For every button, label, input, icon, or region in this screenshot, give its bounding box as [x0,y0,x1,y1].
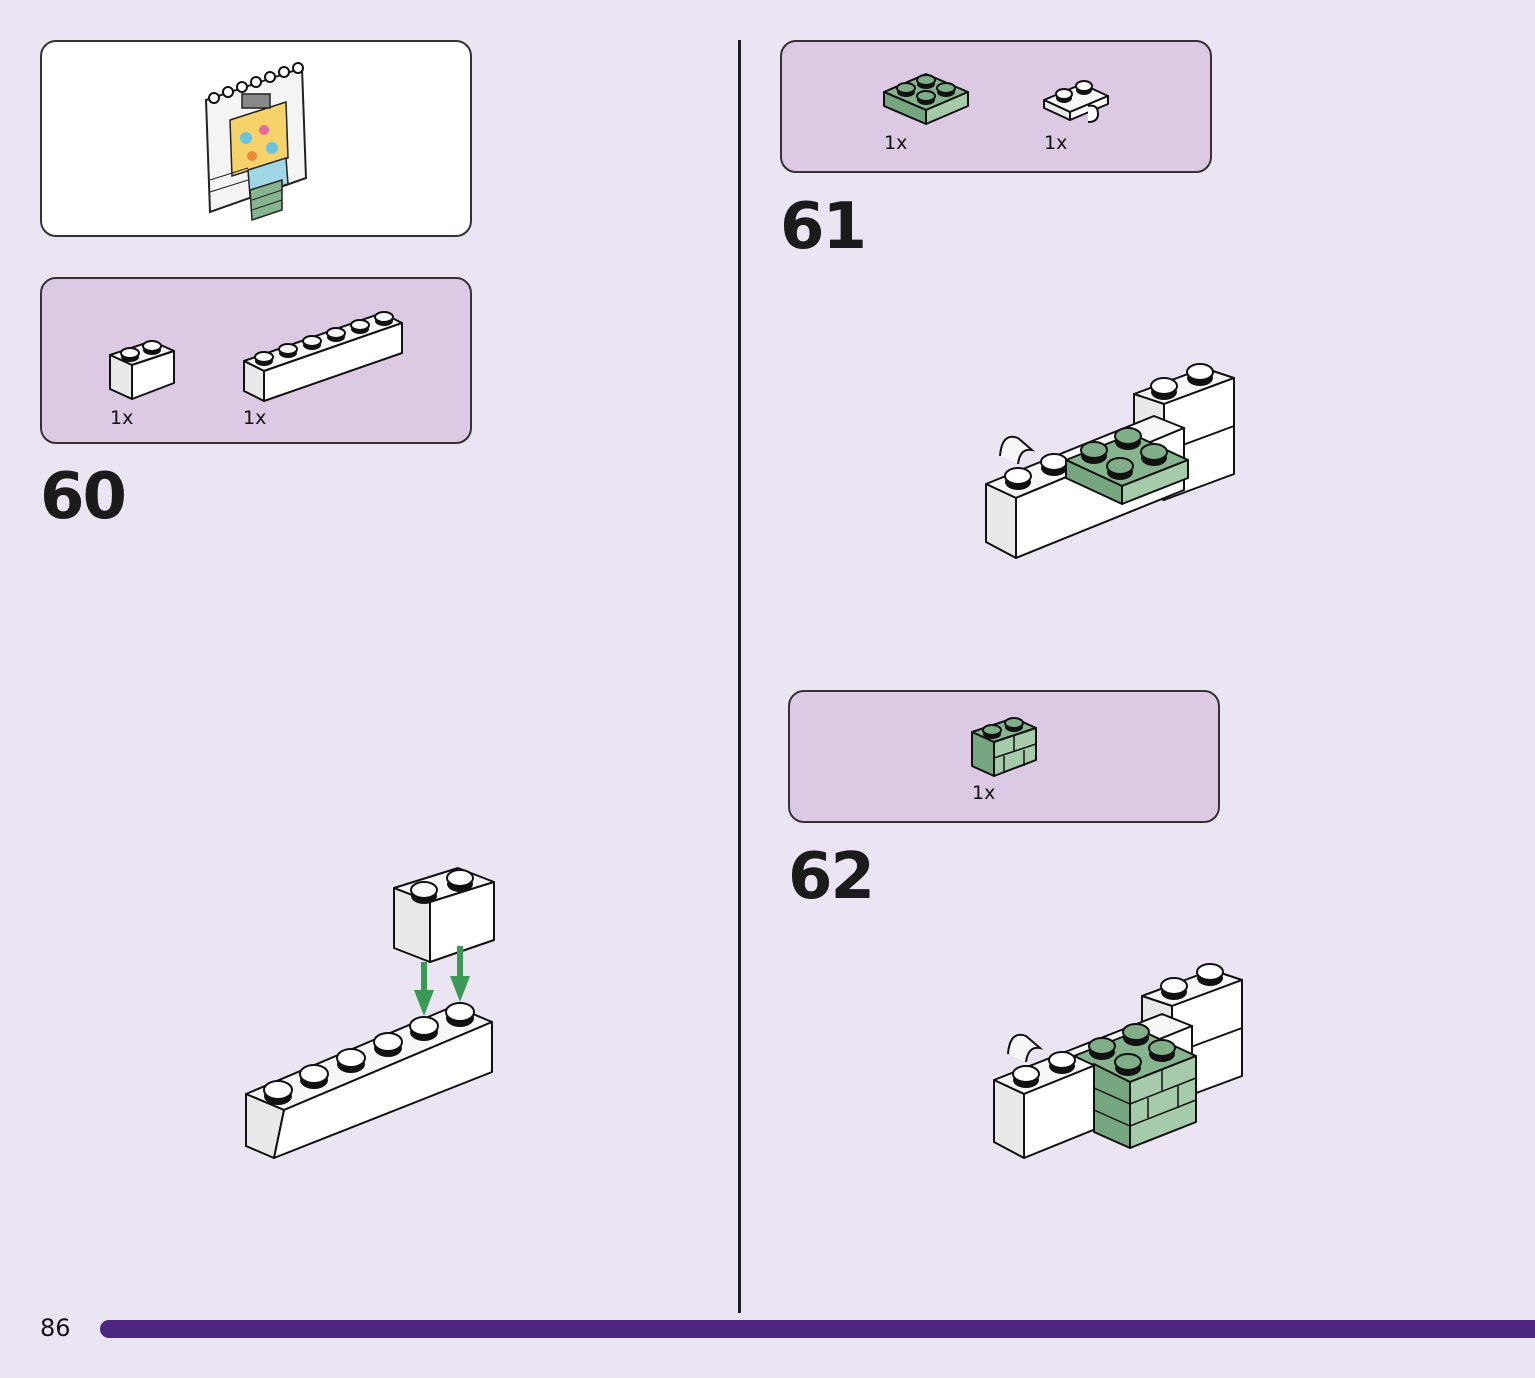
step-60-parts-panel: 1x 1x [40,277,472,444]
white-plate-clip-icon [1043,80,1109,123]
progress-bar [100,1320,1535,1338]
page-number: 86 [40,1314,71,1342]
white-brick-1x6-icon [243,311,403,402]
submodel-preview-icon [204,62,308,222]
step-61-part-2-qty: 1x [1044,132,1068,154]
page-column-divider [738,40,741,1313]
step-61-parts-panel: 1x 1x [780,40,1212,173]
step-62-parts-panel: 1x [788,690,1220,823]
step-60-part-1-qty: 1x [110,407,134,429]
green-brick-masonry-icon [971,717,1037,777]
step-62-build-illustration [993,963,1243,1159]
white-brick-1x2-icon [109,340,175,400]
step-60-part-2-qty: 1x [243,407,267,429]
green-plate-2x2-icon [883,73,969,125]
submodel-preview-panel [40,40,472,237]
step-62-part-1-qty: 1x [972,782,996,804]
step-60-number: 60 [40,460,127,534]
step-62-number: 62 [788,840,875,914]
step-60-build-illustration [245,867,495,1159]
step-61-number: 61 [780,190,867,264]
step-61-part-1-qty: 1x [884,132,908,154]
step-61-build-illustration [985,363,1235,559]
